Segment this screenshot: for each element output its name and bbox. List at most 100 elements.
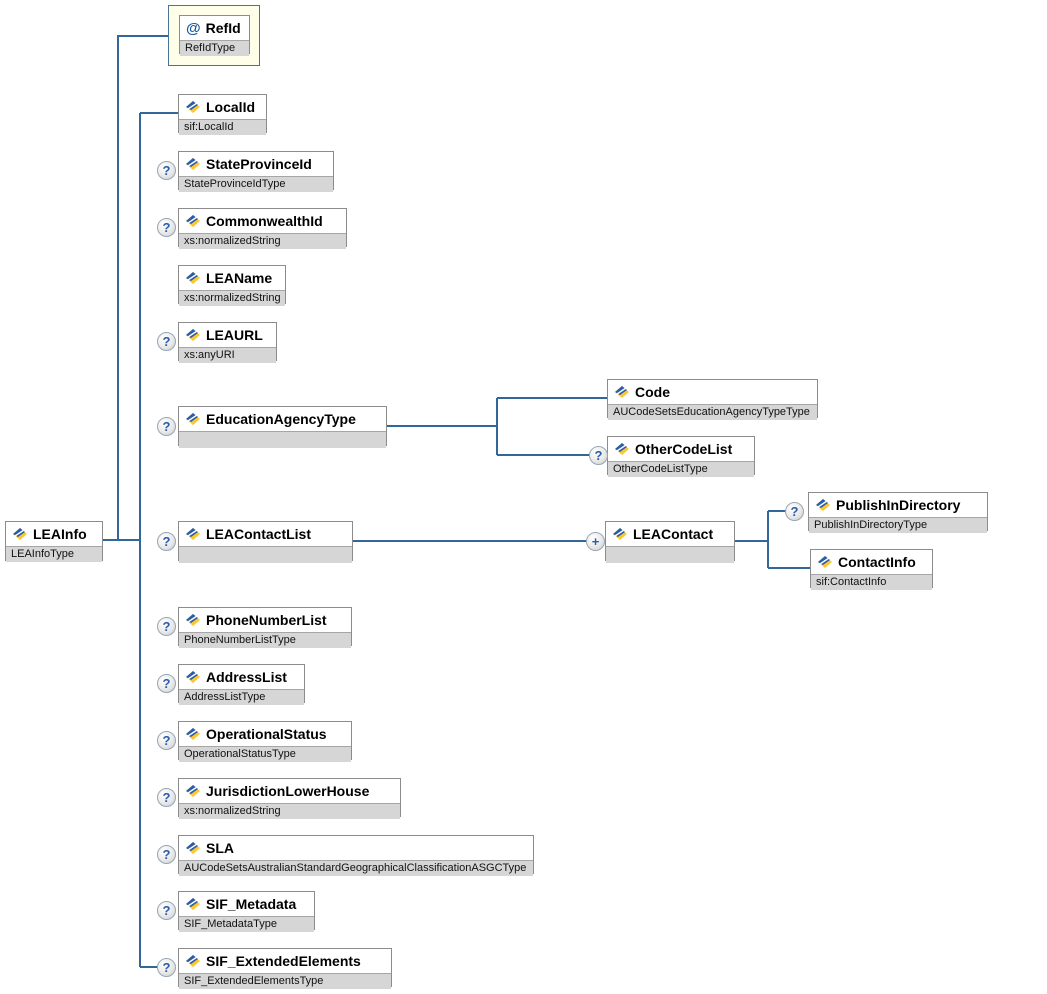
node-othercodelist[interactable]: OtherCodeList OtherCodeListType [607, 436, 755, 477]
optional-indicator: ? [157, 532, 176, 551]
node-publishindirectory[interactable]: PublishInDirectory PublishInDirectoryTyp… [808, 492, 988, 533]
element-icon [185, 271, 201, 285]
node-type: StateProvinceIdType [179, 176, 333, 192]
node-label: RefId [205, 20, 241, 36]
node-sif-metadata[interactable]: SIF_Metadata SIF_MetadataType [178, 891, 315, 932]
node-educationagencytype[interactable]: EducationAgencyType [178, 406, 387, 448]
optional-indicator: ? [157, 218, 176, 237]
element-icon [185, 527, 201, 541]
repeat-indicator: + [586, 532, 605, 551]
node-type: sif:ContactInfo [811, 574, 932, 590]
node-label: SIF_Metadata [206, 896, 297, 912]
node-type: PhoneNumberListType [179, 632, 351, 648]
node-label: LEAName [206, 270, 273, 286]
node-addresslist[interactable]: AddressList AddressListType [178, 664, 305, 705]
optional-indicator: ? [157, 731, 176, 750]
node-contactinfo[interactable]: ContactInfo sif:ContactInfo [810, 549, 933, 590]
node-label: PublishInDirectory [836, 497, 961, 513]
node-label: OtherCodeList [635, 441, 733, 457]
element-icon [185, 100, 201, 114]
node-leacontactlist[interactable]: LEAContactList [178, 521, 353, 563]
node-leaurl[interactable]: LEAURL xs:anyURI [178, 322, 277, 363]
element-icon [612, 527, 628, 541]
optional-indicator: ? [157, 845, 176, 864]
node-leainfo-root[interactable]: LEAInfo LEAInfoType [5, 521, 103, 562]
element-icon [12, 527, 28, 541]
node-label: SIF_ExtendedElements [206, 953, 361, 969]
node-type: AddressListType [179, 689, 304, 705]
optional-indicator: ? [157, 901, 176, 920]
node-label: SLA [206, 840, 234, 856]
node-phonenumberlist[interactable]: PhoneNumberList PhoneNumberListType [178, 607, 352, 648]
node-leacontact[interactable]: LEAContact [605, 521, 735, 563]
node-commonwealthid[interactable]: CommonwealthId xs:normalizedString [178, 208, 347, 249]
node-label: StateProvinceId [206, 156, 312, 172]
element-icon [185, 784, 201, 798]
optional-indicator: ? [157, 161, 176, 180]
optional-indicator: ? [157, 674, 176, 693]
node-type [179, 546, 352, 563]
node-label: LEAContactList [206, 526, 311, 542]
element-icon [185, 727, 201, 741]
node-type: OperationalStatusType [179, 746, 351, 762]
optional-indicator: ? [785, 502, 804, 521]
element-icon [815, 498, 831, 512]
element-icon [185, 897, 201, 911]
node-label: CommonwealthId [206, 213, 323, 229]
node-label: ContactInfo [838, 554, 916, 570]
node-stateprovinceid[interactable]: StateProvinceId StateProvinceIdType [178, 151, 334, 192]
optional-indicator: ? [157, 617, 176, 636]
attribute-icon: @ [186, 19, 201, 37]
node-type: xs:normalizedString [179, 290, 285, 306]
node-type: OtherCodeListType [608, 461, 754, 477]
element-icon [817, 555, 833, 569]
node-type: AUCodeSetsEducationAgencyTypeType [608, 404, 817, 420]
optional-indicator: ? [157, 417, 176, 436]
node-jurisdictionlowerhouse[interactable]: JurisdictionLowerHouse xs:normalizedStri… [178, 778, 401, 819]
element-icon [185, 157, 201, 171]
node-type: SIF_ExtendedElementsType [179, 973, 391, 989]
node-type: PublishInDirectoryType [809, 517, 987, 533]
element-icon [614, 385, 630, 399]
node-label: LEAURL [206, 327, 263, 343]
element-icon [185, 841, 201, 855]
optional-indicator: ? [157, 788, 176, 807]
node-type: sif:LocalId [179, 119, 266, 135]
element-icon [185, 214, 201, 228]
attribute-container: @ RefId RefIdType [168, 5, 260, 66]
node-label: JurisdictionLowerHouse [206, 783, 370, 799]
node-operationalstatus[interactable]: OperationalStatus OperationalStatusType [178, 721, 352, 762]
node-label: Code [635, 384, 670, 400]
node-type: AUCodeSetsAustralianStandardGeographical… [179, 860, 533, 876]
node-type: RefIdType [180, 40, 249, 56]
node-type: xs:anyURI [179, 347, 276, 363]
node-type [179, 431, 386, 448]
node-type: LEAInfoType [6, 546, 102, 562]
element-icon [185, 613, 201, 627]
node-code[interactable]: Code AUCodeSetsEducationAgencyTypeType [607, 379, 818, 420]
element-icon [185, 412, 201, 426]
node-label: PhoneNumberList [206, 612, 327, 628]
node-type [606, 546, 734, 563]
element-icon [614, 442, 630, 456]
node-label: AddressList [206, 669, 287, 685]
node-localid[interactable]: LocalId sif:LocalId [178, 94, 267, 135]
node-label: LEAInfo [33, 526, 87, 542]
node-label: LEAContact [633, 526, 714, 542]
node-type: xs:normalizedString [179, 233, 346, 249]
node-sla[interactable]: SLA AUCodeSetsAustralianStandardGeograph… [178, 835, 534, 876]
node-leaname[interactable]: LEAName xs:normalizedString [178, 265, 286, 306]
element-icon [185, 954, 201, 968]
node-label: LocalId [206, 99, 256, 115]
node-label: EducationAgencyType [206, 411, 356, 427]
element-icon [185, 328, 201, 342]
node-type: xs:normalizedString [179, 803, 400, 819]
node-sif-extendedelements[interactable]: SIF_ExtendedElements SIF_ExtendedElement… [178, 948, 392, 989]
node-refid[interactable]: @ RefId RefIdType [179, 15, 250, 56]
node-type: SIF_MetadataType [179, 916, 314, 932]
element-icon [185, 670, 201, 684]
optional-indicator: ? [157, 958, 176, 977]
optional-indicator: ? [157, 332, 176, 351]
node-label: OperationalStatus [206, 726, 327, 742]
